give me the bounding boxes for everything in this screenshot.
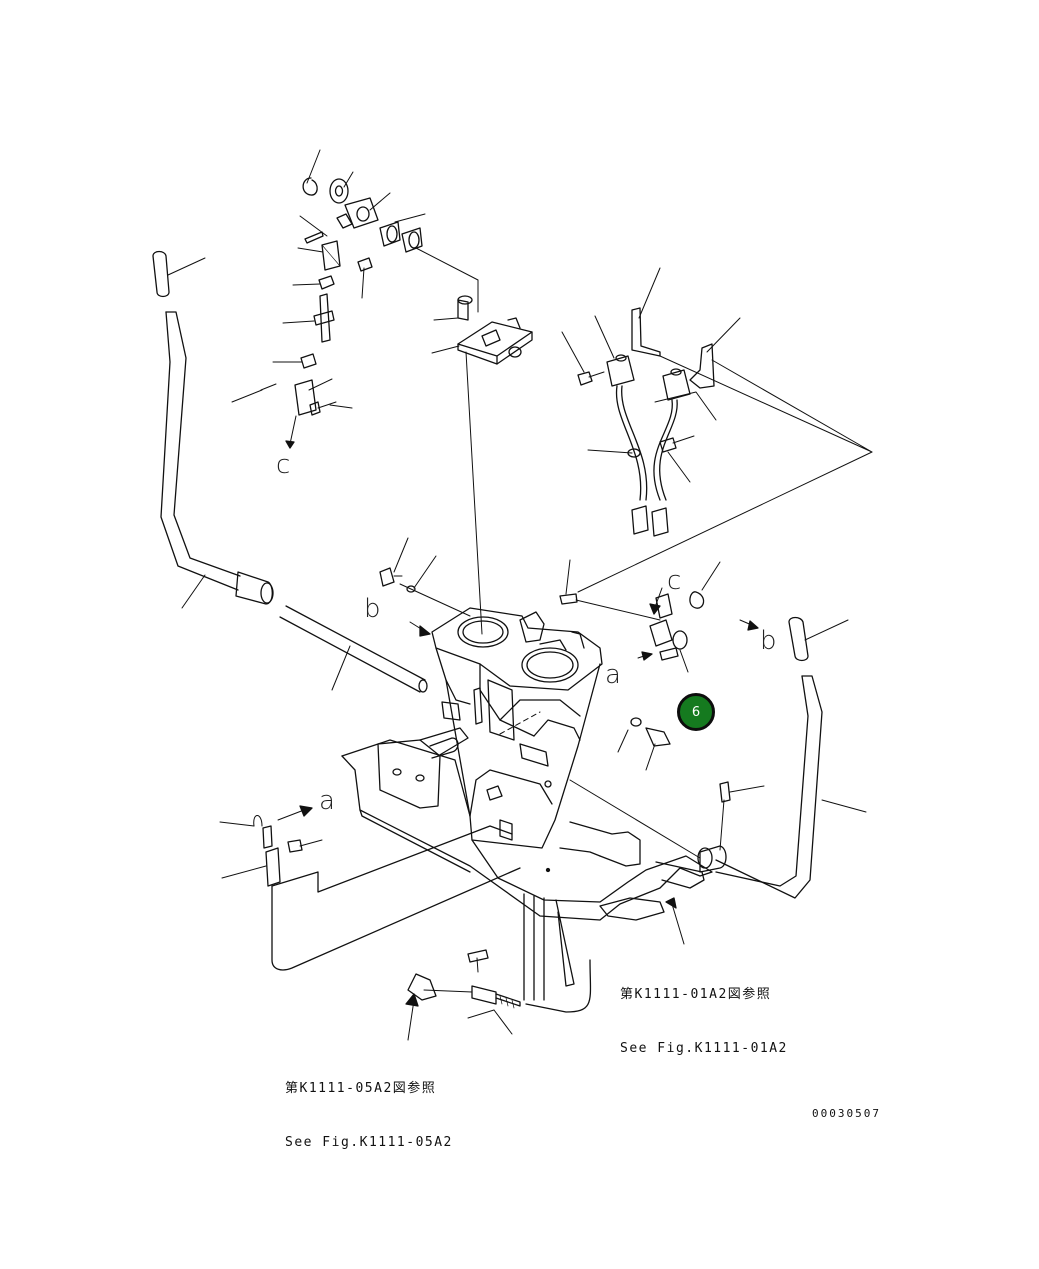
callout-number: 6: [691, 704, 701, 720]
ref-letter-a: a: [605, 660, 621, 690]
part-callout-hotspot[interactable]: 6: [677, 693, 715, 731]
figure-reference-jp: 第K1111-01A2図参照: [620, 987, 772, 1002]
limit-switches: [561, 267, 873, 593]
right-lever: [569, 616, 867, 899]
left-lever: [152, 250, 428, 693]
figure-reference-en: See Fig.K1111-01A2: [620, 1041, 788, 1056]
figure-reference-jp: 第K1111-05A2図参照: [285, 1081, 437, 1096]
ref-letter-c: c: [276, 450, 291, 480]
control-tower: [431, 607, 603, 873]
base-plate: [341, 727, 713, 921]
ref-letter-b: b: [760, 626, 777, 656]
top-left-small-parts: [231, 149, 426, 449]
figure-reference-01a2: 第K1111-01A2図参照 See Fig.K1111-01A2: [620, 950, 788, 1094]
image-id: 00030507: [812, 1107, 881, 1120]
ref-letter-c: c: [667, 566, 682, 596]
top-center-bracket: [415, 247, 533, 635]
figure-reference-en: See Fig.K1111-05A2: [285, 1135, 453, 1150]
cable-assembly: [219, 805, 685, 1041]
ref-letter-a: a: [319, 786, 335, 816]
ref-letter-b: b: [364, 594, 381, 624]
mid-right-parts: [409, 559, 759, 771]
figure-reference-05a2: 第K1111-05A2図参照 See Fig.K1111-05A2: [285, 1044, 453, 1188]
mid-left-bolts: [379, 537, 471, 617]
